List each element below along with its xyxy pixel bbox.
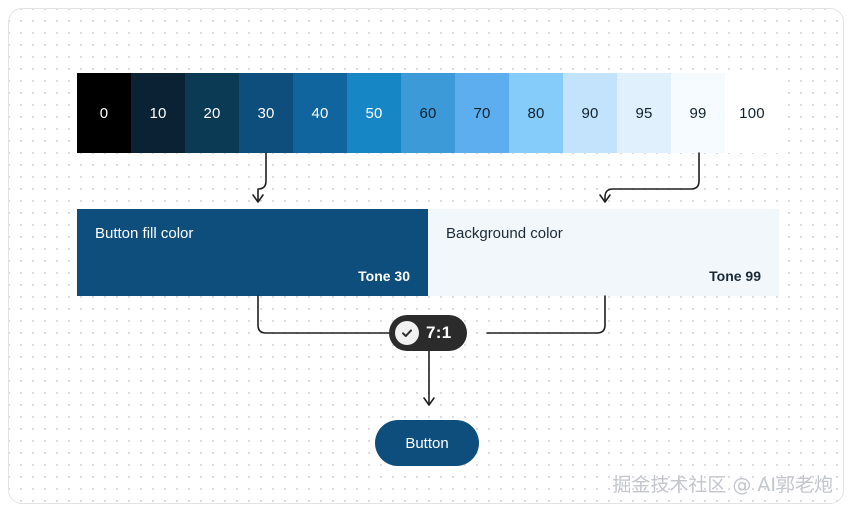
arrowhead-fill-card	[252, 194, 264, 203]
tone-swatch-label: 60	[419, 104, 437, 122]
tone-swatch-100[interactable]: 100	[725, 73, 779, 153]
wire-tone99-to-background	[604, 152, 700, 202]
tone-swatch-70[interactable]: 70	[455, 73, 509, 153]
tone-swatch-0[interactable]: 0	[77, 73, 131, 153]
tone-swatch-label: 50	[365, 104, 383, 122]
tone-swatch-90[interactable]: 90	[563, 73, 617, 153]
tone-swatch-label: 0	[99, 104, 109, 122]
tone-swatch-label: 70	[473, 104, 491, 122]
background-color-card[interactable]: Background color Tone 99	[428, 209, 779, 296]
diagram-canvas: 0 10 20 30 40 50 60 70 80 90 95 99 100 Button fill c…	[8, 8, 844, 504]
tone-swatch-60[interactable]: 60	[401, 73, 455, 153]
button-fill-color-tone: Tone 30	[358, 268, 410, 284]
button-fill-color-title: Button fill color	[95, 225, 194, 242]
arrowhead-result-button	[423, 397, 435, 406]
tone-swatch-label: 90	[581, 104, 599, 122]
result-button[interactable]: Button	[375, 420, 479, 466]
wire-background-to-ratio	[486, 295, 606, 334]
tone-swatch-80[interactable]: 80	[509, 73, 563, 153]
tone-swatch-label: 95	[635, 104, 653, 122]
button-fill-color-card[interactable]: Button fill color Tone 30	[77, 209, 428, 296]
contrast-ratio-badge[interactable]: 7:1	[389, 315, 468, 351]
tone-swatch-95[interactable]: 95	[617, 73, 671, 153]
tone-swatch-label: 80	[527, 104, 545, 122]
tone-swatch-40[interactable]: 40	[293, 73, 347, 153]
tone-swatch-label: 99	[689, 104, 707, 122]
tonal-palette-strip: 0 10 20 30 40 50 60 70 80 90 95 99 100	[77, 73, 779, 153]
tone-swatch-30[interactable]: 30	[239, 73, 293, 153]
watermark-text: 掘金技术社区 @ AI郭老炮	[612, 474, 833, 496]
background-color-title: Background color	[446, 225, 563, 242]
wire-fill-to-ratio	[257, 295, 390, 334]
tone-swatch-label: 10	[149, 104, 167, 122]
tone-swatch-label: 20	[203, 104, 221, 122]
arrowhead-background-card	[599, 194, 611, 203]
tone-swatch-20[interactable]: 20	[185, 73, 239, 153]
contrast-ratio-value: 7:1	[426, 323, 452, 342]
check-circle-icon	[395, 321, 419, 345]
tone-swatch-label: 30	[257, 104, 275, 122]
wire-tone30-to-fill	[257, 152, 267, 202]
tone-swatch-50[interactable]: 50	[347, 73, 401, 153]
tone-swatch-10[interactable]: 10	[131, 73, 185, 153]
tone-swatch-label: 100	[739, 104, 765, 122]
tone-swatch-label: 40	[311, 104, 329, 122]
background-color-tone: Tone 99	[709, 268, 761, 284]
tone-swatch-99[interactable]: 99	[671, 73, 725, 153]
